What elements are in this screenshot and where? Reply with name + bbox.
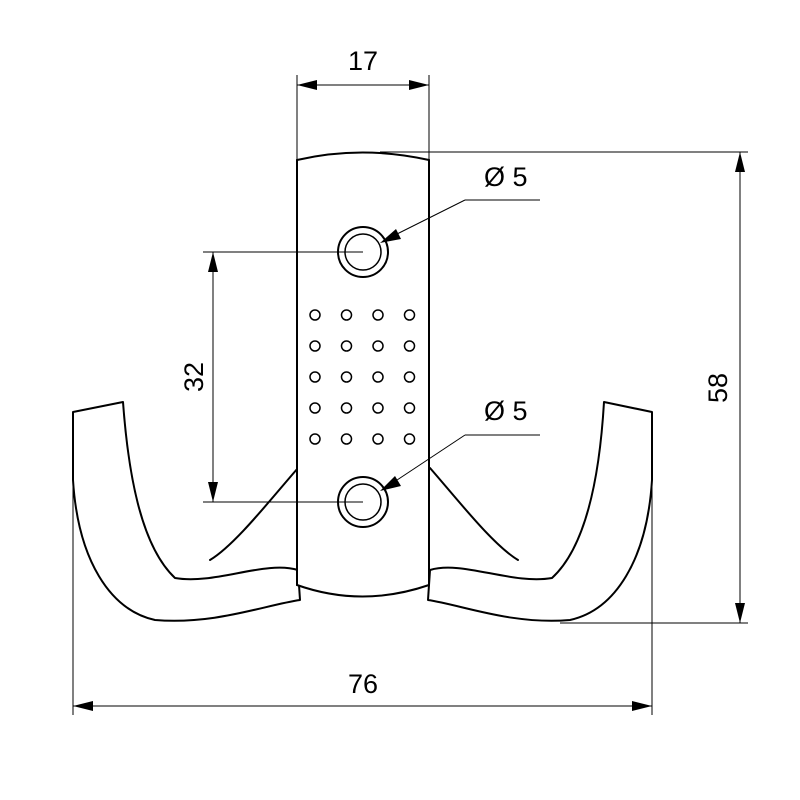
plate-width-label: 17 [348,46,378,76]
grid-dot [340,309,353,321]
grid-dot [372,309,384,321]
grid-dot [309,340,321,352]
grid-dot [340,402,353,414]
grid-dot [372,371,384,383]
grid-dot [403,309,416,321]
grid-dot [309,402,321,414]
left-arm-inner-edge [209,467,299,561]
grid-dot [403,433,416,445]
grid-dot [340,340,353,352]
dimension-overall-height: 58 [380,151,748,624]
grid-dot [372,433,384,445]
overall-width-label: 76 [348,669,378,699]
right-arm-inner-edge [429,467,519,561]
top-hole-diameter-label: Ø 5 [484,162,528,192]
dimension-bottom-hole: Ø 5 [380,396,540,491]
bottom-hole-diameter-label: Ø 5 [484,396,528,426]
grid-dot [403,371,416,383]
dimension-hole-spacing: 32 [179,251,363,503]
dimension-top-hole: Ø 5 [380,162,540,243]
dot-grid [309,309,416,445]
grid-dot [340,371,353,383]
grid-dot [309,433,321,445]
overall-height-label: 58 [703,373,733,403]
grid-dot [340,433,353,445]
grid-dot [372,402,384,414]
dimension-overall-width: 76 [72,480,653,715]
right-hook-arm [427,401,653,622]
hook-arms [72,401,653,622]
grid-dot [309,371,321,383]
dimension-plate-width: 17 [296,46,430,160]
left-hook-arm [72,401,301,622]
grid-dot [309,309,321,321]
grid-dot [403,402,416,414]
hole-spacing-label: 32 [179,362,209,392]
grid-dot [403,340,416,352]
grid-dot [372,340,384,352]
